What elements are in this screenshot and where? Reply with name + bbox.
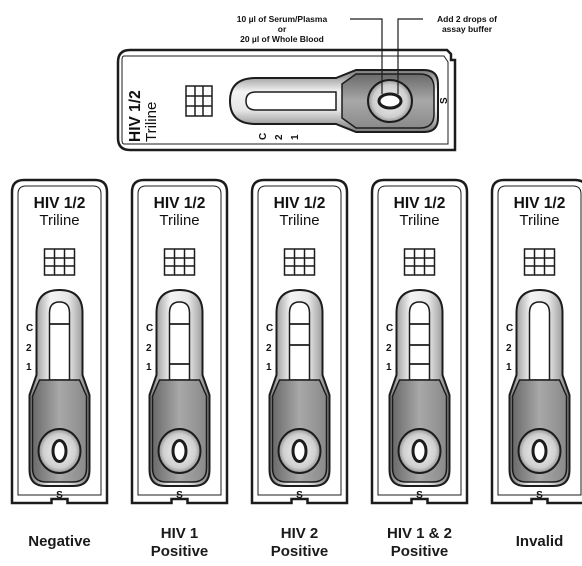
cassette-brand-line1: HIV 1/2 xyxy=(274,195,326,212)
top-grid-icon xyxy=(185,85,213,117)
marker-c: C xyxy=(146,323,153,334)
top-brand-line1: HIV 1/2 xyxy=(127,90,144,142)
marker-2: 2 xyxy=(266,343,272,354)
grid-icon xyxy=(163,248,196,276)
cassette-brand-line2: Triline xyxy=(279,212,319,229)
sample-leader-line xyxy=(350,18,383,94)
top-mark-2: 2 xyxy=(274,134,285,140)
test-window xyxy=(288,301,311,381)
instruction-annotations: 10 µl of Serum/Plasma or 20 µl of Whole … xyxy=(237,14,497,94)
sample-instruction-line2: or xyxy=(278,24,287,34)
cassette-brand-line1: HIV 1/2 xyxy=(34,195,86,212)
buffer-instruction-line2: assay buffer xyxy=(442,24,493,34)
test-window xyxy=(48,301,71,381)
buffer-leader-line xyxy=(397,18,423,94)
result-label-line2: Positive xyxy=(391,543,449,560)
cassette-brand-line1: HIV 1/2 xyxy=(154,195,206,212)
result-label: HIV 1 xyxy=(161,525,199,542)
marker-1: 1 xyxy=(506,362,512,373)
result-label: HIV 1 & 2 xyxy=(387,525,452,542)
result-label: Invalid xyxy=(516,533,564,550)
marker-c: C xyxy=(386,323,393,334)
test-window xyxy=(528,301,551,381)
result-label: Negative xyxy=(28,533,91,550)
sample-instruction-line1: 10 µl of Serum/Plasma xyxy=(237,14,328,24)
marker-1: 1 xyxy=(266,362,272,373)
cassette-brand-line2: Triline xyxy=(519,212,559,229)
top-mark-c: C xyxy=(258,133,269,140)
marker-c: C xyxy=(26,323,33,334)
test-window xyxy=(408,301,431,381)
cassette-brand-line1: HIV 1/2 xyxy=(514,195,566,212)
grid-icon xyxy=(283,248,316,276)
grid-icon xyxy=(403,248,436,276)
grid-icon xyxy=(523,248,556,276)
marker-s: S xyxy=(176,490,183,501)
sample-instruction-line3: 20 µl of Whole Blood xyxy=(240,34,324,44)
result-label: HIV 2 xyxy=(281,525,319,542)
cassette-brand-line1: HIV 1/2 xyxy=(394,195,446,212)
buffer-instruction-line1: Add 2 drops of xyxy=(437,14,497,24)
marker-s: S xyxy=(536,490,543,501)
marker-s: S xyxy=(296,490,303,501)
marker-1: 1 xyxy=(386,362,392,373)
marker-2: 2 xyxy=(386,343,392,354)
marker-s: S xyxy=(56,490,63,501)
marker-c: C xyxy=(266,323,273,334)
cassette-brand-line2: Triline xyxy=(39,212,79,229)
result-label-line2: Positive xyxy=(271,543,329,560)
marker-c: C xyxy=(506,323,513,334)
result-label-line2: Positive xyxy=(151,543,209,560)
top-device: HIV 1/2 Triline C 2 1 S xyxy=(116,48,457,152)
cassette-brand-line2: Triline xyxy=(399,212,439,229)
top-mark-1: 1 xyxy=(290,134,301,140)
grid-icon xyxy=(43,248,76,276)
marker-2: 2 xyxy=(146,343,152,354)
marker-s: S xyxy=(416,490,423,501)
test-window xyxy=(168,301,191,381)
cassette-brand-line2: Triline xyxy=(159,212,199,229)
top-mark-s: S xyxy=(439,97,450,104)
marker-2: 2 xyxy=(506,343,512,354)
marker-2: 2 xyxy=(26,343,32,354)
marker-1: 1 xyxy=(146,362,152,373)
marker-1: 1 xyxy=(26,362,32,373)
top-brand-line2: Triline xyxy=(143,102,160,142)
